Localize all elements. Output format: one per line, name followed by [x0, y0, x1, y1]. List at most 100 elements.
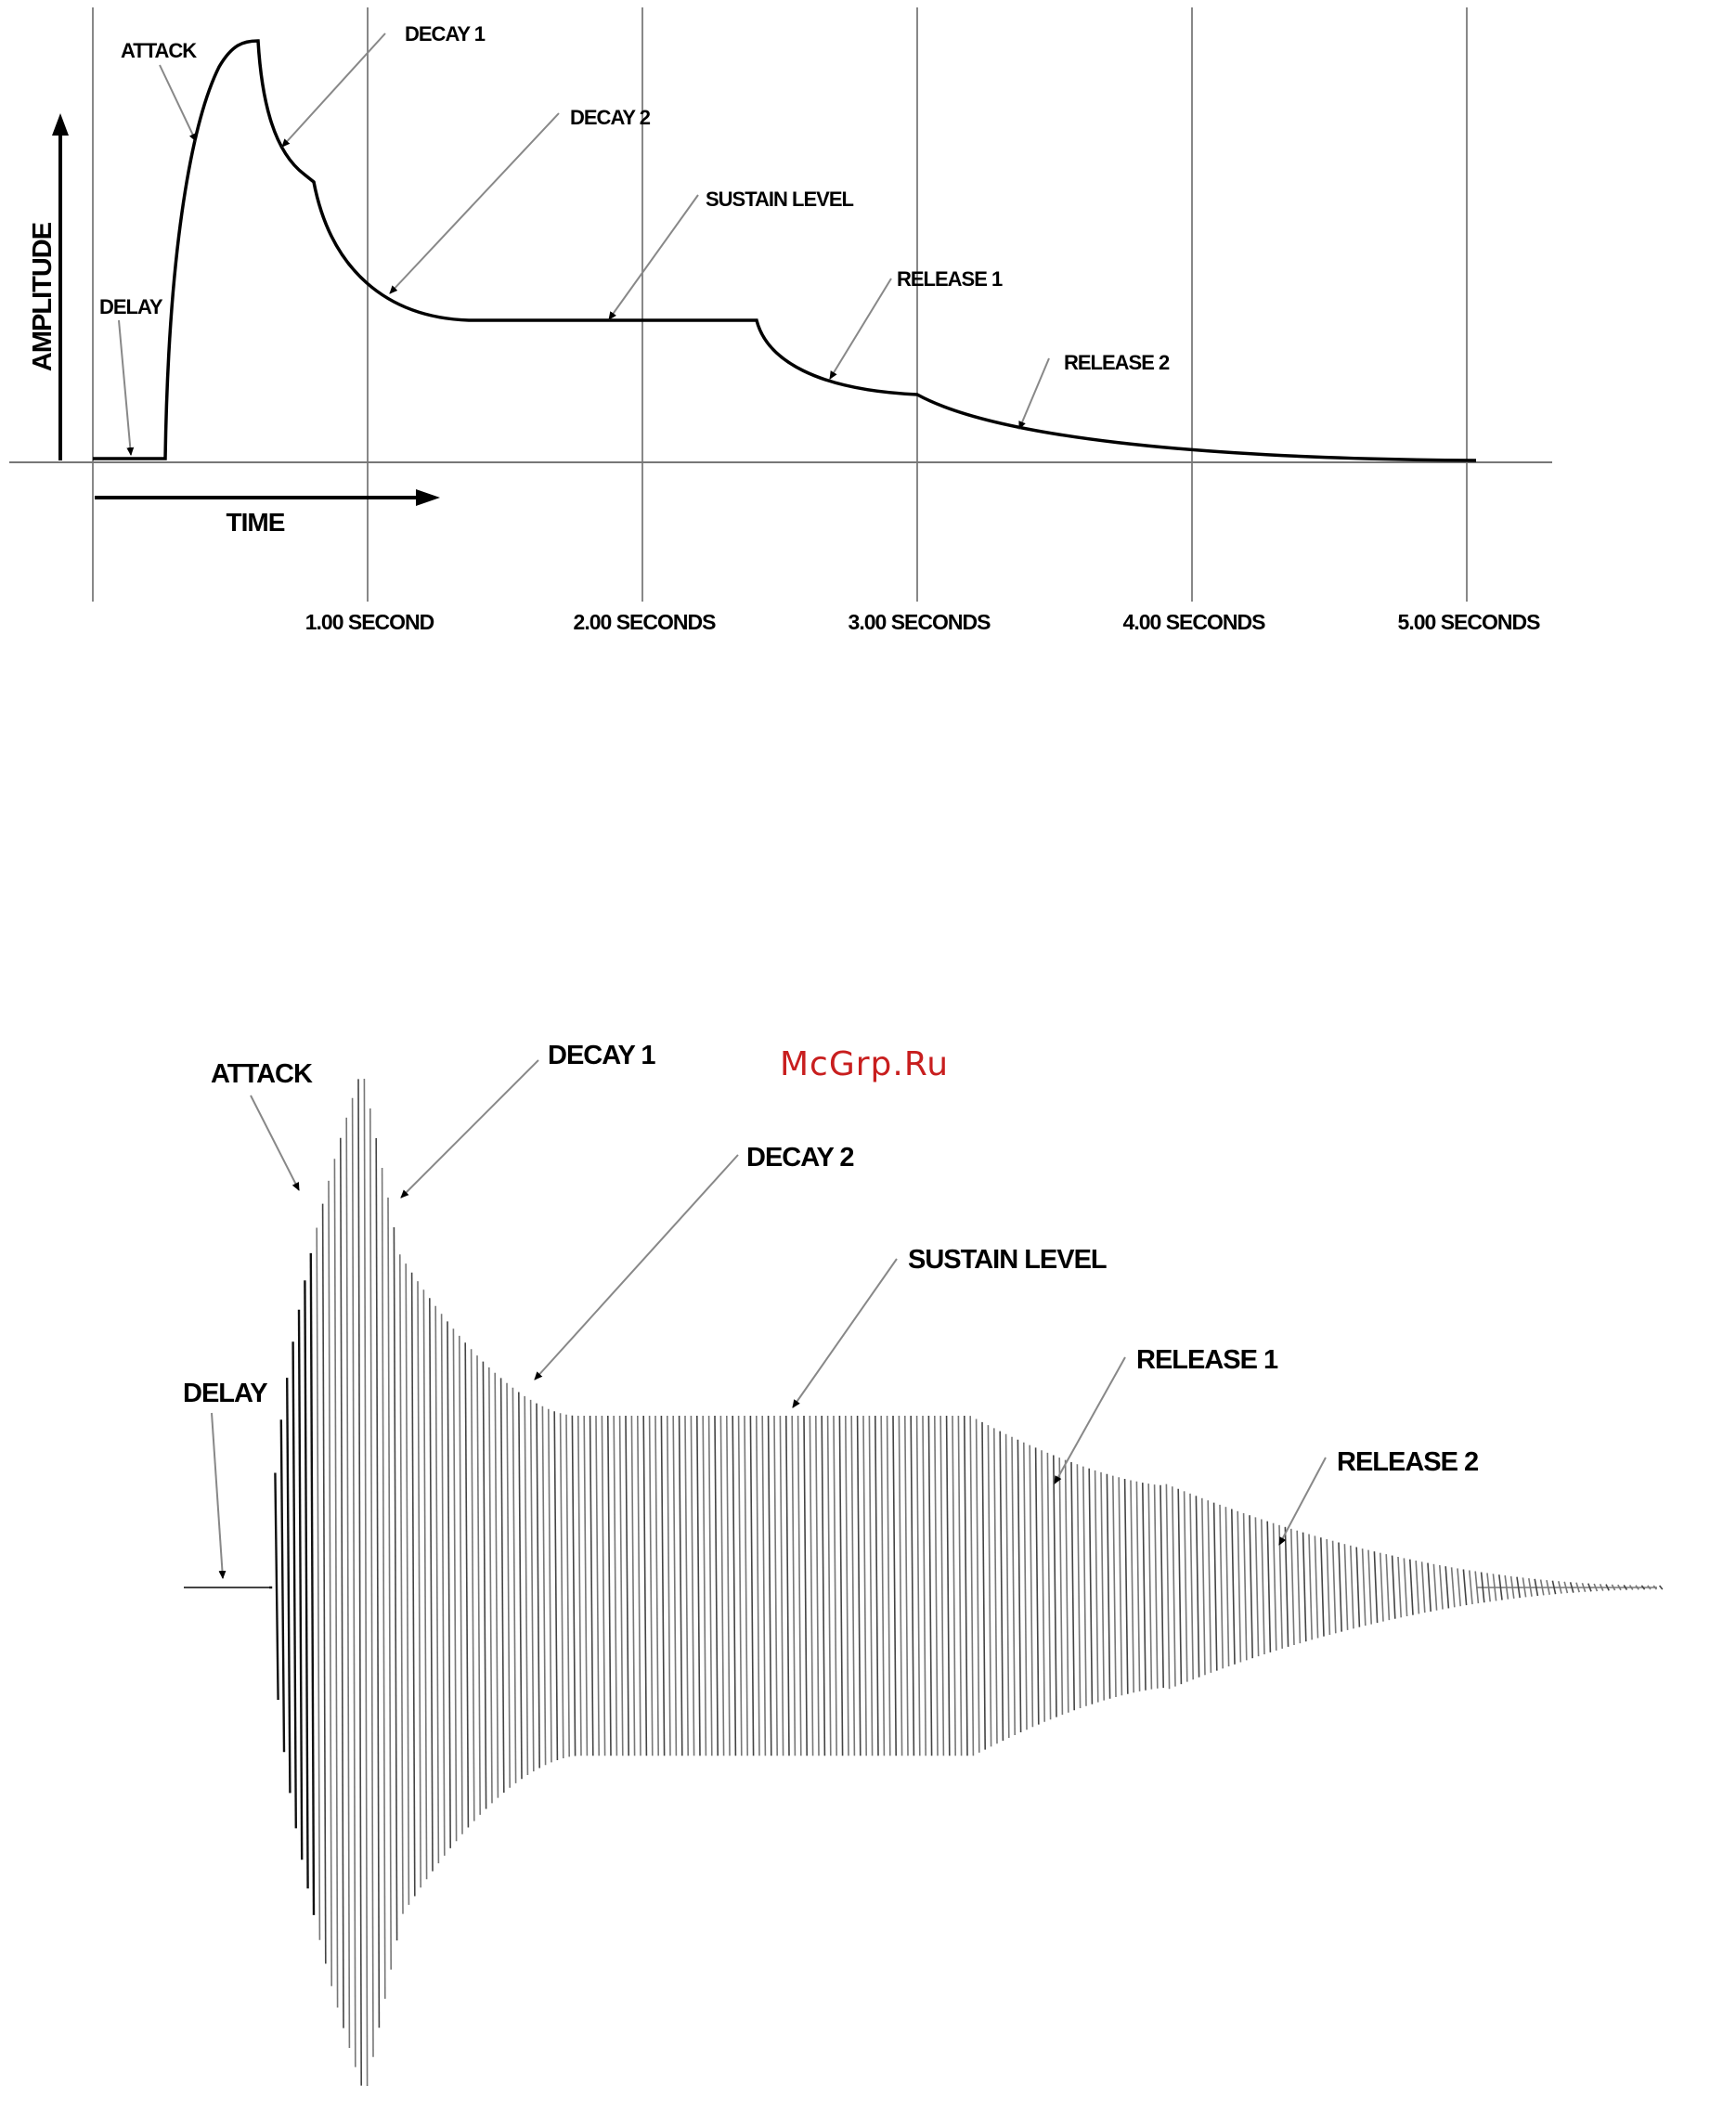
waveform-cycle — [638, 1416, 641, 1756]
waveform-cycle — [578, 1416, 581, 1756]
waveform-cycle — [792, 1416, 795, 1756]
waveform-cycle — [822, 1416, 824, 1756]
waveform-cycle — [1136, 1482, 1139, 1691]
waveform-cycle — [507, 1383, 510, 1788]
waveform-cycle — [1190, 1494, 1193, 1679]
waveform-cycle — [1463, 1570, 1466, 1606]
waveform-cycle — [1297, 1531, 1300, 1643]
waveform-cycle — [1143, 1483, 1146, 1691]
waveform-cycle — [1214, 1503, 1217, 1671]
attack-label: ATTACK — [121, 39, 197, 62]
release1-label: RELEASE 1 — [897, 267, 1003, 291]
waveform-cycle — [982, 1422, 985, 1750]
waveform-cycle — [1327, 1539, 1329, 1635]
waveform-cycle — [905, 1416, 908, 1756]
waveform-cycle — [869, 1416, 872, 1756]
waveform-cycle — [423, 1289, 426, 1879]
waveform-cycle — [626, 1416, 628, 1756]
waveform-cycle — [519, 1393, 522, 1780]
waveform-cycle — [970, 1416, 973, 1756]
waveform-attack-arrow — [251, 1095, 299, 1190]
waveform-cycle — [430, 1298, 433, 1871]
waveform-cycle — [757, 1416, 759, 1756]
tick-label-1s: 1.00 SECOND — [305, 610, 434, 634]
waveform-cycle — [614, 1416, 616, 1756]
waveform-cycle — [1119, 1477, 1121, 1695]
waveform-cycle — [1101, 1472, 1104, 1701]
waveform-cycle — [750, 1416, 753, 1756]
waveform-cycle — [1255, 1517, 1258, 1656]
waveform-cycle — [1232, 1510, 1235, 1665]
waveform-cycle — [1344, 1544, 1347, 1630]
waveform-cycle — [940, 1416, 943, 1756]
waveform-cycle — [346, 1118, 349, 2048]
waveform-cycle — [358, 1079, 361, 2085]
waveform-cycle — [1398, 1557, 1401, 1617]
waveform-cycle — [525, 1396, 527, 1775]
waveform-cycle — [1054, 1456, 1056, 1717]
waveform-cycle — [1042, 1450, 1044, 1722]
waveform-cycle — [501, 1378, 504, 1793]
waveform-release2-label: RELEASE 2 — [1337, 1447, 1478, 1477]
waveform-cycle — [977, 1419, 979, 1753]
waveform-cycle — [1030, 1445, 1032, 1728]
waveform-cycle — [650, 1416, 653, 1756]
waveform-sustain-arrow — [793, 1259, 897, 1407]
watermark: McGrp.Ru — [780, 1045, 949, 1083]
waveform-cycle — [1172, 1486, 1175, 1686]
waveform-cycle — [762, 1416, 765, 1756]
waveform-attack-label: ATTACK — [211, 1059, 313, 1089]
waveform-delay-arrow — [212, 1413, 223, 1578]
waveform-release1-arrow — [1055, 1357, 1125, 1484]
waveform-cycle — [935, 1416, 938, 1756]
waveform-cycle — [739, 1416, 742, 1756]
waveform-cycle — [1356, 1548, 1359, 1627]
time-arrowhead — [416, 489, 440, 506]
waveform-cycle — [769, 1416, 771, 1756]
waveform-cycle — [388, 1198, 391, 1970]
waveform-cycle — [442, 1314, 445, 1856]
waveform-cycle — [947, 1416, 950, 1756]
decay1-arrow — [282, 33, 385, 147]
waveform-cycle — [804, 1416, 807, 1756]
tick-label-4s: 4.00 SECONDS — [1123, 610, 1266, 634]
waveform-cycle — [334, 1159, 337, 2007]
waveform-cycle — [323, 1204, 326, 1964]
waveform-cycle — [1155, 1484, 1158, 1689]
waveform-oscillation — [269, 1079, 1663, 2086]
waveform-cycle — [1321, 1537, 1324, 1637]
waveform-release1-label: RELEASE 1 — [1136, 1345, 1278, 1375]
waveform-cycle — [1457, 1568, 1460, 1606]
time-gridlines — [93, 7, 1467, 602]
tick-label-5s: 5.00 SECONDS — [1398, 610, 1541, 634]
waveform-cycle — [1148, 1484, 1151, 1690]
time-axis-label: TIME — [227, 508, 285, 537]
waveform-cycle — [460, 1336, 462, 1834]
waveform-cycle — [1445, 1566, 1448, 1608]
waveform-cycle — [596, 1416, 599, 1756]
waveform-cycle — [608, 1416, 611, 1756]
waveform-cycle — [786, 1416, 789, 1756]
waveform-cycle — [1237, 1511, 1240, 1663]
waveform-cycle — [798, 1416, 801, 1756]
waveform-cycle — [745, 1416, 747, 1756]
waveform-cycle — [685, 1416, 688, 1756]
waveform-cycle — [1339, 1543, 1341, 1632]
waveform-cycle — [988, 1425, 991, 1746]
waveform-cycle — [887, 1416, 890, 1756]
waveform-cycle — [549, 1409, 551, 1763]
waveform-cycle — [1125, 1479, 1128, 1694]
waveform-cycle — [727, 1416, 730, 1756]
waveform-cycle — [709, 1416, 712, 1756]
attack-arrow — [160, 65, 196, 141]
waveform-cycle — [917, 1416, 920, 1756]
waveform-cycle — [1244, 1513, 1247, 1660]
waveform-diagram: DELAY ATTACK DECAY 1 DECAY 2 SUSTAIN LEV… — [183, 1041, 1663, 2086]
waveform-cycle — [1047, 1453, 1050, 1719]
waveform-cycle — [691, 1416, 693, 1756]
waveform-cycle — [620, 1416, 623, 1756]
envelope-diagram: AMPLITUDE TIME DELAY ATTACK DECAY 1 DECA… — [9, 7, 1552, 634]
waveform-cycle — [566, 1415, 569, 1757]
waveform-cycle — [732, 1416, 735, 1756]
